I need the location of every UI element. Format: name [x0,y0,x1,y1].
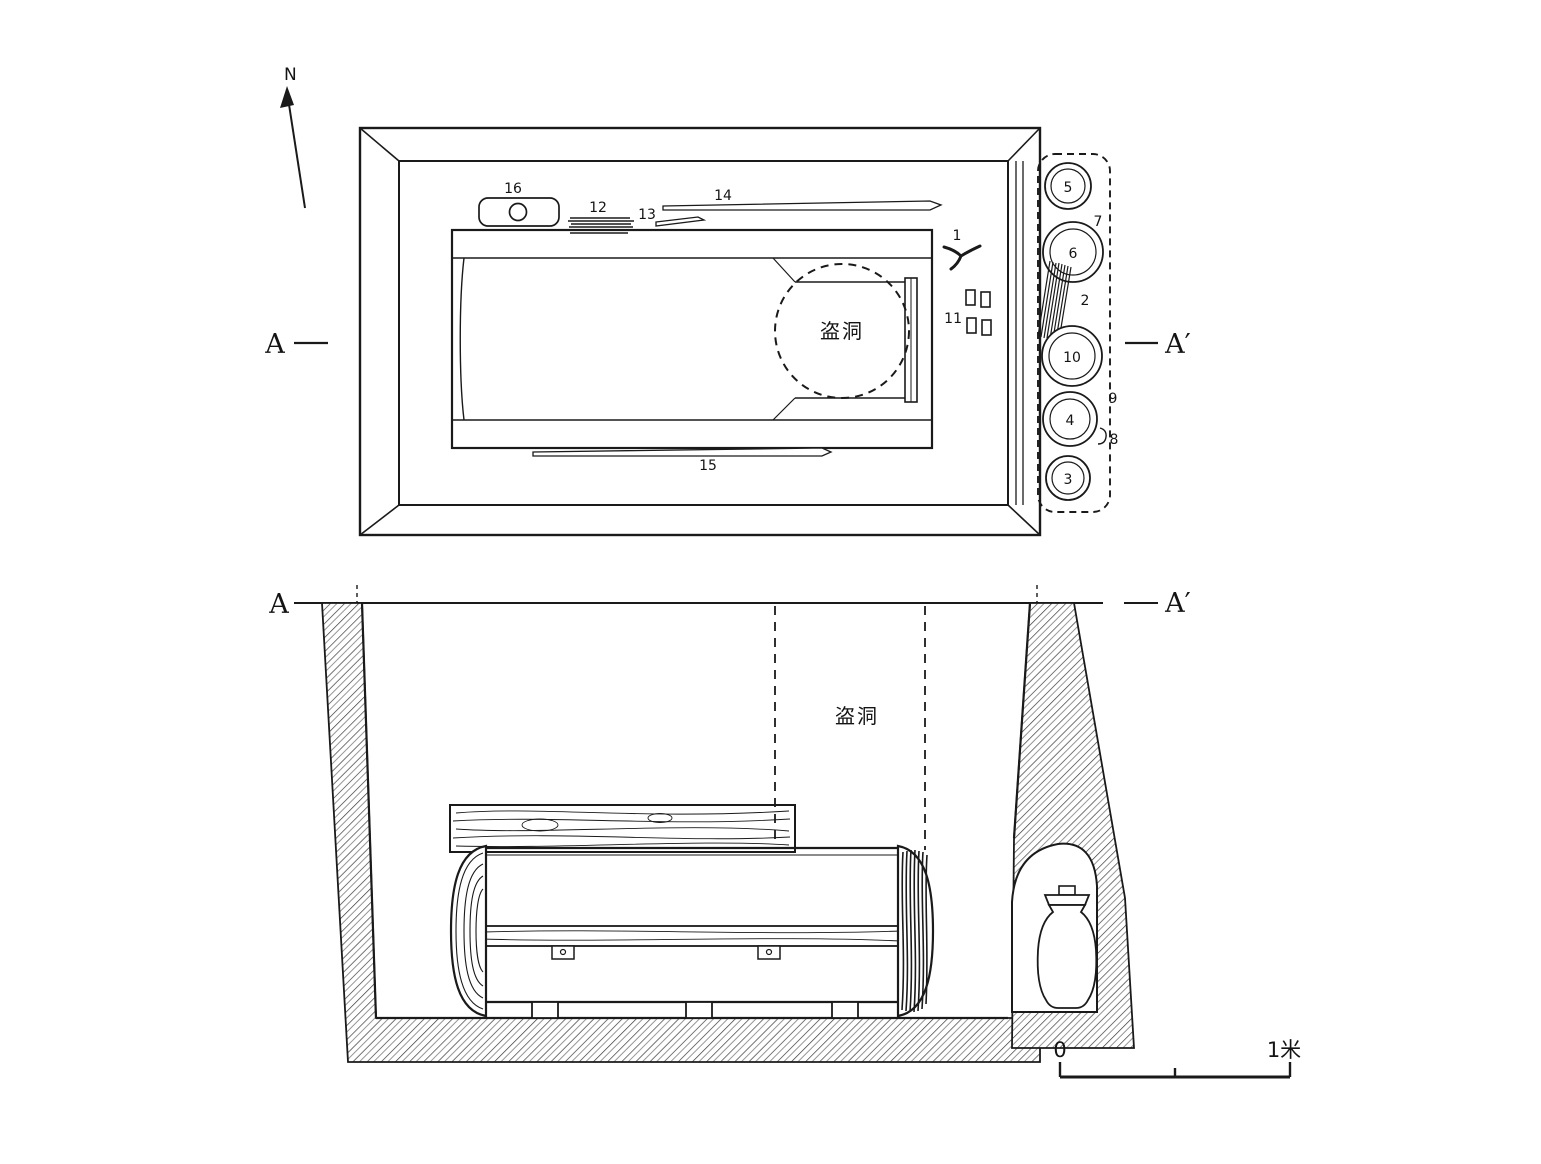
artifact-12: 12 [568,200,634,234]
vessel-4-label: 4 [1066,413,1075,429]
vessel-5-label: 5 [1064,180,1073,196]
disturbed-area-edge [772,257,796,283]
artifact-1: 1 [942,228,982,271]
artifact-14-label: 14 [714,188,732,204]
north-arrow: N [280,65,306,209]
north-arrow-shaft [287,97,306,209]
north-arrow-head-icon [280,86,294,108]
scale-bar: 0 1米 [1053,1038,1301,1079]
pit-wall-left-edge [360,602,378,1019]
artifact-9-label: 9 [1109,391,1118,407]
vessel-3: 3 [1045,455,1091,501]
coffin-feet [531,1001,859,1019]
artifact-1-label: 1 [953,228,962,244]
vessel-4: 4 [1042,391,1098,447]
artifact-2-label: 2 [1081,293,1090,309]
plan-artifacts: 16 12 13 14 [478,181,992,474]
artifact-12-label: 12 [589,200,607,216]
cover-plank-wood-grain [452,810,791,848]
artifact-13-label: 13 [638,207,656,223]
end-cap-left-grain [455,852,484,1010]
artifact-14: 14 [662,188,943,211]
scale-start-label: 0 [1053,1038,1066,1062]
coffin-end-cap-left [449,844,488,1018]
artifact-16-label: 16 [504,181,522,197]
vessel-3-label: 3 [1064,472,1073,488]
niche-jar [1036,885,1098,1009]
niche-plan: 5 7 6 2 10 [1037,153,1119,513]
vessel-10: 10 [1041,325,1103,387]
artifact-15: 15 [532,447,833,474]
scale-end-label: 1米 [1267,1038,1301,1062]
disturbed-area-edge [772,397,796,421]
coffin-section: 盗洞 [449,606,935,1019]
robber-hole-section: 盗洞 [774,606,926,850]
north-label: N [284,65,297,85]
artifact-8-curl-icon [1097,427,1107,445]
coffin-inner-plank [479,925,905,947]
plan-section-label-right: A′ [1164,329,1191,360]
pit-corner-bevel [1007,127,1041,162]
artifact-7-label: 7 [1094,214,1103,230]
pit-corner-bevel [359,504,400,536]
coffin-plan [450,228,934,450]
coffin-west-board [459,257,465,421]
end-cap-right-grain [901,849,928,1013]
robber-hole-label-section: 盗洞 [835,704,879,728]
coffin-body [449,844,935,1019]
artifact-11: 11 [944,289,992,336]
vessel-6: 6 [1042,221,1104,283]
robber-hole-plan: 盗洞 [774,263,910,399]
vessel-10-label: 10 [1063,350,1081,366]
artifact-16: 16 [478,181,560,227]
artifact-8-label: 8 [1110,432,1119,448]
plan-section-label-left: A [264,329,285,360]
robber-hole-dashed-circle [774,263,910,399]
coffin-cleats [551,945,781,960]
pit-corner-bevel [359,127,400,162]
robber-hole-label-plan: 盗洞 [820,319,864,343]
vessel-6-label: 6 [1069,246,1078,262]
section-view: A A′ [268,585,1191,1063]
coffin-end-cap-right [896,844,935,1018]
plan-section-line: A A′ [264,329,1191,360]
coffin-cover-plank [449,804,796,853]
section-label-left: A [268,589,289,620]
section-label-right: A′ [1164,588,1191,619]
plan-view: 盗洞 16 12 13 [264,126,1191,537]
vessel-5: 5 [1044,162,1092,210]
artifact-11-label: 11 [944,311,962,327]
niche-section [1011,842,1098,1013]
pit-wall-right-edge [1012,602,1032,839]
artifact-13: 13 [638,207,707,227]
artifact-15-label: 15 [699,458,717,474]
pit-corner-bevel [1007,504,1041,536]
